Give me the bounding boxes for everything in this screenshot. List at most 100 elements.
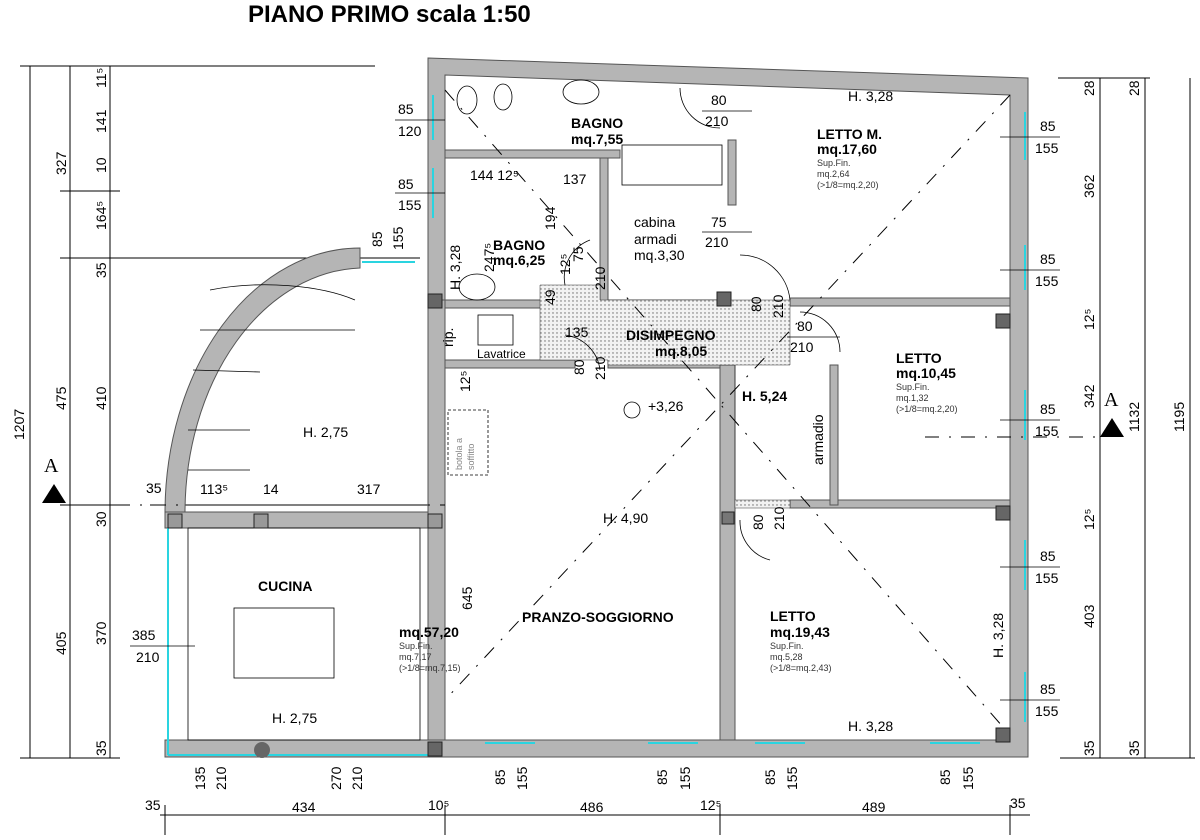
dim-left-d7: 30	[93, 511, 109, 527]
dim-bottom-b5: 12⁵	[700, 797, 721, 813]
bottom-window-2: 85 155	[654, 766, 693, 790]
dim-right-inner: 1132	[1126, 402, 1142, 432]
dim-left-d5: 35	[93, 262, 109, 278]
botola-label-1: botola a	[454, 438, 464, 470]
room-cucina-name: CUCINA	[258, 578, 312, 594]
dimension-label: 210	[213, 766, 229, 790]
dimension-label: 85	[1040, 681, 1056, 697]
room-pranzo-area: mq.57,20	[399, 624, 459, 640]
height-cucina: H. 2,75	[272, 710, 317, 726]
dim-inner-i10: 14	[263, 481, 279, 497]
dimension-label: 155	[677, 766, 693, 790]
room-letto-m-sup-label: Sup.Fin.	[817, 158, 851, 168]
dim-left-d1: 11⁵	[93, 68, 109, 88]
height-stair: H. 2,75	[303, 424, 348, 440]
dimension-label: 155	[1035, 140, 1059, 156]
bottom-window-1: 85 155	[492, 766, 530, 790]
dimension-label: 155	[1035, 273, 1059, 289]
fixtures	[80, 79, 1100, 758]
dimension-label: 85	[398, 101, 414, 117]
room-bagno-2-name: BAGNO	[493, 237, 545, 253]
dimension-label: 85	[1040, 118, 1056, 134]
dim-inner-i5: 12⁵	[557, 254, 573, 275]
room-letto-2-name: LETTO	[896, 350, 942, 366]
dimension-label: 210	[592, 266, 608, 290]
dimension-lines	[20, 65, 1195, 835]
dim-inner-i6: 49	[542, 289, 558, 305]
room-bagno-1-area: mq.7,55	[571, 131, 623, 147]
room-letto-3-sup-value: mq.5,28	[770, 652, 803, 662]
dimension-label: 85	[1040, 401, 1056, 417]
windows	[167, 95, 1026, 756]
dim-right-r7: 403	[1081, 604, 1097, 628]
bottom-window-4: 85 155	[937, 766, 976, 790]
dim-left-d9: 35	[93, 740, 109, 756]
dimensions-inner: 144 12⁵ 137 194 247⁵ 12⁵ 49 135 35 113⁵ …	[146, 167, 589, 610]
dimension-label: 85	[1040, 548, 1056, 564]
dimensions-bottom: 35 434 10⁵ 486 12⁵ 489 35	[145, 795, 1026, 815]
dimension-label: 85	[654, 769, 670, 785]
room-letto-m-name: LETTO M.	[817, 126, 882, 142]
dim-right-r5: 342	[1081, 384, 1097, 408]
dimensions-right: 28 28 362 12⁵ 342 12⁵ 403 35 35 1132 119…	[1081, 80, 1187, 756]
dim-left-d3: 10	[93, 157, 109, 173]
dimension-label: 85	[937, 769, 953, 785]
room-letto-3-name: LETTO	[770, 608, 816, 624]
room-letto-m-ratio: (>1/8=mq.2,20)	[817, 180, 879, 190]
dimension-label: 135	[192, 766, 208, 790]
room-pranzo-ratio: (>1/8=mq.7,15)	[399, 663, 461, 673]
room-disimpegno-area: mq.8,05	[655, 343, 707, 359]
disimpegno-floor	[539, 284, 791, 509]
dim-right-r3: 362	[1081, 174, 1097, 198]
dimension-label: 155	[1035, 423, 1059, 439]
dimension-label: 155	[514, 766, 530, 790]
height-letto-3: H. 3,28	[848, 718, 893, 734]
dimension-label: 85	[492, 769, 508, 785]
dim-inner-i3: 194	[542, 206, 558, 230]
dimension-label: 80	[797, 318, 813, 334]
dim-inner-i8: 35	[146, 480, 162, 496]
dimension-label: 385	[132, 627, 156, 643]
dimension-label: 210	[705, 113, 729, 129]
bottom-opening-1: 135 210	[192, 766, 229, 790]
dimension-label: 75	[711, 214, 727, 230]
height-soggiorno: H. 4,90	[603, 510, 648, 526]
dim-right-r1: 28	[1081, 80, 1097, 96]
dimension-label: 155	[960, 766, 976, 790]
room-cabina-name-2: armadi	[634, 231, 677, 247]
dim-bottom-b3: 10⁵	[428, 797, 449, 813]
dimension-label: 155	[1035, 703, 1059, 719]
dim-inner-i2: 137	[563, 171, 587, 187]
dim-inner-i12: 645	[459, 586, 475, 610]
dim-right-r9: 35	[1126, 740, 1142, 756]
height-top: H. 3,28	[848, 88, 893, 104]
dim-right-r8: 35	[1081, 740, 1097, 756]
lavatrice-label: Lavatrice	[477, 347, 526, 361]
dim-inner-i7: 135	[565, 324, 589, 340]
room-pranzo-sup-value: mq.7,17	[399, 652, 432, 662]
dim-bottom-b2: 434	[292, 799, 316, 815]
dim-left-a: 327	[53, 151, 69, 175]
room-letto-2-ratio: (>1/8=mq.2,20)	[896, 404, 958, 414]
ripostiglio-label: rip.	[440, 328, 456, 347]
section-marker-left-icon	[42, 484, 66, 503]
room-pranzo-name: PRANZO-SOGGIORNO	[522, 609, 674, 625]
room-cabina-area: mq.3,30	[634, 247, 685, 263]
dim-left-c: 405	[53, 631, 69, 655]
room-disimpegno-name: DISIMPEGNO	[626, 327, 716, 343]
plan-title: PIANO PRIMO scala 1:50	[248, 1, 531, 28]
room-letto-2-sup-value: mq.1,32	[896, 393, 929, 403]
dimension-label: 210	[770, 294, 786, 318]
dim-left-d6: 410	[93, 386, 109, 410]
armadio-label: armadio	[810, 414, 826, 465]
